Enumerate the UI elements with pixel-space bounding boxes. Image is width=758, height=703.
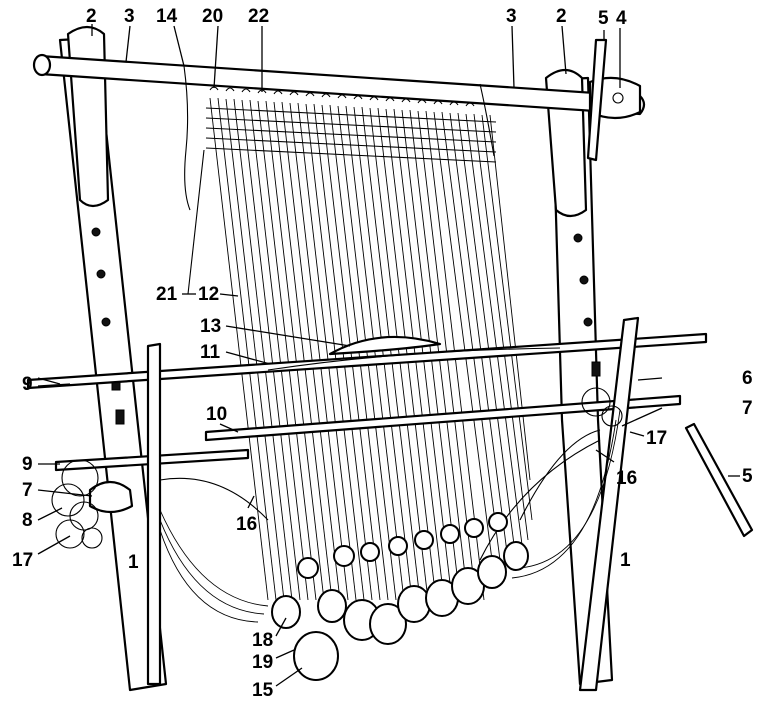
label-13: 13 bbox=[200, 316, 221, 337]
left-brace bbox=[146, 342, 162, 686]
label-2-top-right: 2 bbox=[556, 6, 567, 27]
label-11: 11 bbox=[200, 342, 221, 363]
label-5-top: 5 bbox=[598, 8, 609, 29]
heddle-strings bbox=[159, 429, 601, 561]
label-9-lower: 9 bbox=[22, 454, 33, 475]
label-4: 4 bbox=[616, 8, 627, 29]
label-1-right: 1 bbox=[620, 550, 631, 571]
label-14: 14 bbox=[156, 6, 178, 27]
label-9-upper: 9 bbox=[22, 374, 33, 395]
yarn-skein-right bbox=[581, 387, 623, 427]
yarn-skein-left bbox=[51, 459, 103, 549]
label-7-left: 7 bbox=[22, 480, 33, 501]
label-6: 6 bbox=[742, 368, 753, 389]
cloth-edge-11 bbox=[267, 347, 561, 371]
weft-bundle bbox=[328, 335, 442, 356]
cord-14 bbox=[183, 65, 191, 211]
label-10: 10 bbox=[206, 404, 227, 425]
label-16-right: 16 bbox=[616, 468, 637, 489]
woven-header-band bbox=[205, 107, 497, 163]
loose-peg bbox=[684, 422, 754, 538]
label-19: 19 bbox=[252, 652, 273, 673]
label-12: 12 bbox=[198, 284, 219, 305]
label-21: 21 bbox=[156, 284, 178, 305]
heddle-bar bbox=[204, 394, 682, 442]
label-2-top-left: 2 bbox=[86, 6, 97, 27]
cord-right bbox=[479, 83, 495, 157]
warp-threads bbox=[209, 97, 533, 601]
right-brace bbox=[578, 316, 640, 692]
label-22: 22 bbox=[248, 6, 269, 27]
lower-warp-sweep bbox=[159, 409, 621, 623]
label-17-left: 17 bbox=[12, 550, 33, 571]
label-7-right: 7 bbox=[742, 398, 753, 419]
label-3-top-right: 3 bbox=[506, 6, 517, 27]
label-1-left: 1 bbox=[128, 552, 139, 573]
leader-lines bbox=[37, 24, 740, 687]
label-5-right: 5 bbox=[742, 466, 753, 487]
peg-in-beam bbox=[586, 38, 608, 162]
label-20: 20 bbox=[202, 6, 223, 27]
label-18: 18 bbox=[252, 630, 273, 651]
part-labels: 2 3 14 20 22 3 2 5 4 21 12 13 11 9 10 9 … bbox=[12, 6, 753, 701]
left-bracket bbox=[88, 480, 134, 514]
label-16-left: 16 bbox=[236, 514, 257, 535]
label-8: 8 bbox=[22, 510, 33, 531]
shed-rod-upper bbox=[26, 332, 708, 390]
label-17-right: 17 bbox=[646, 428, 667, 449]
loom-weights bbox=[271, 512, 529, 681]
label-3-top-left: 3 bbox=[124, 6, 135, 27]
label-15: 15 bbox=[252, 680, 274, 701]
cord-21 bbox=[187, 149, 205, 295]
